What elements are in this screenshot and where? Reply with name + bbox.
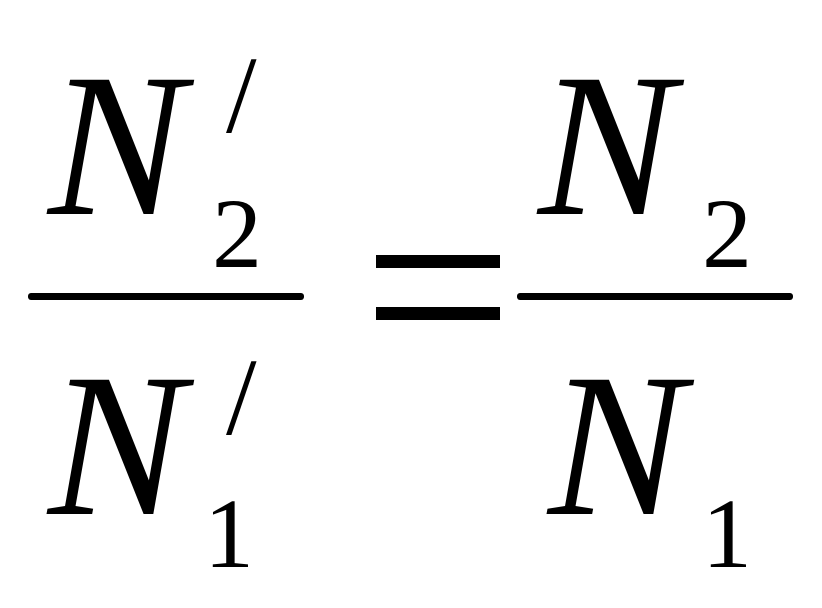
right-denominator-subscript: 1 [702,478,752,589]
right-fraction-bar [517,293,793,300]
right-numerator-variable: N [538,32,675,259]
left-denominator-subscript: 1 [204,478,254,589]
left-numerator-prime: / [226,34,257,156]
right-denominator-variable: N [548,332,685,559]
equals-top-bar [376,255,500,268]
left-numerator-variable: N [48,32,185,259]
right-numerator-subscript: 2 [702,178,752,289]
left-numerator-subscript: 2 [212,178,262,289]
equals-bottom-bar [376,307,500,320]
left-denominator-prime: / [226,336,257,458]
left-fraction-bar [28,293,304,300]
left-denominator-variable: N [48,332,185,559]
